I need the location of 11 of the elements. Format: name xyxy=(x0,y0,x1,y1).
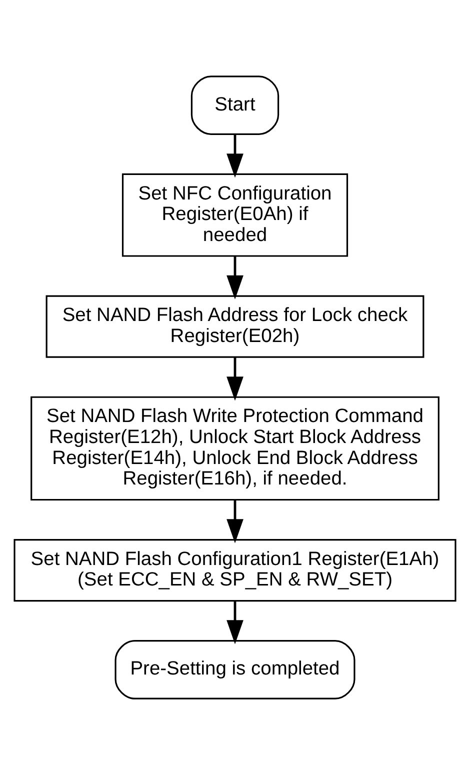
node-box: Pre-Setting is completed xyxy=(114,640,356,699)
node-box: Set NAND Flash Address for Lock check Register(E02h) xyxy=(46,294,424,358)
node-box: Set NFC Configuration Register(E0Ah) if needed xyxy=(122,172,348,256)
node-box: Start xyxy=(190,75,280,134)
arrow xyxy=(226,134,244,178)
arrow xyxy=(226,500,244,543)
arrow xyxy=(226,357,244,400)
node-box: Set NAND Flash Configuration1 Register(E1Ah) (Set ECC_EN & SP_EN & RW_SET) xyxy=(14,538,456,602)
node-box: Set NAND Flash Write Protection Command Register(E12h), Unlock Start Block Address Register(E14h), Unlock End Block Address Register(E16h), if needed. xyxy=(30,396,440,500)
arrow xyxy=(226,600,244,644)
arrow xyxy=(226,256,244,299)
